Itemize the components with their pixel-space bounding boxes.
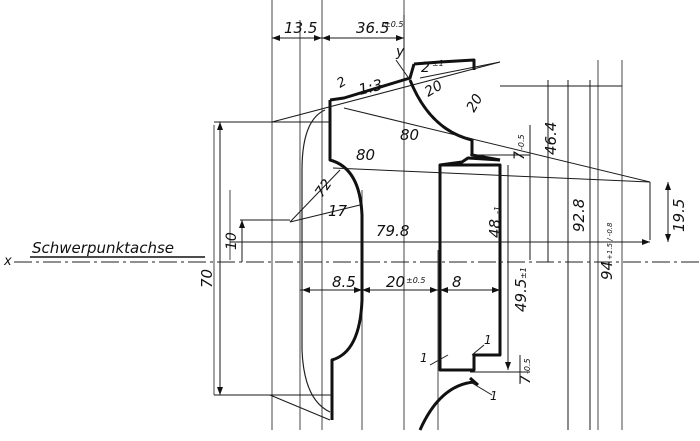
radius-top-left: 20	[422, 78, 446, 101]
dim-94: 94	[598, 261, 616, 280]
dimension-labels: 80 80 17 79.8 10 70 8.5 20 ±0.5 8 48 -1 …	[198, 122, 688, 384]
dim-20-tol: ±0.5	[406, 276, 425, 285]
chamfer-tol: ±1	[432, 59, 444, 68]
y-axis-marker: y	[395, 44, 405, 60]
x-axis-marker: x	[3, 254, 12, 269]
dim-49-5: 49.5	[512, 279, 530, 312]
dim-7-bottom-tol: -0.5	[523, 358, 532, 374]
axis-title: Schwerpunktachse	[32, 239, 174, 257]
dim-79-8: 79.8	[376, 222, 409, 240]
small-radius-label: 2	[335, 74, 350, 91]
leader-lines	[240, 59, 651, 421]
dim-70: 70	[198, 269, 216, 288]
radius-top-right: 20	[464, 91, 487, 115]
horizontal-dimension-lines	[214, 85, 650, 396]
centroid-axis	[14, 256, 700, 263]
dim-48-tol: -1	[493, 206, 502, 214]
dim-80-lower: 80	[356, 146, 375, 164]
radius-bottom-3: 1	[490, 389, 498, 403]
radius-bottom-1: 1	[420, 351, 428, 365]
dim-46-4: 46.4	[542, 122, 560, 155]
chamfer-label: 2	[421, 60, 430, 76]
radius-bottom-2: 1	[484, 333, 492, 347]
dim-8: 8	[452, 273, 462, 291]
dim-7-bottom: 7	[518, 375, 534, 384]
dim-36-5: 36.5	[356, 19, 389, 37]
dim-92-8: 92.8	[570, 199, 588, 232]
dim-8-5: 8.5	[332, 273, 356, 291]
dim-7-top-tol: -0.5	[517, 134, 526, 150]
radius-left: 72	[312, 176, 335, 200]
dim-19-5: 19.5	[670, 199, 688, 232]
dim-10: 10	[224, 232, 240, 250]
dim-7-top: 7	[512, 151, 528, 160]
dim-13-5: 13.5	[284, 19, 317, 37]
profile-outline	[301, 58, 502, 431]
vertical-dimension-lines	[217, 80, 671, 430]
top-dimension-lines	[272, 15, 405, 60]
dim-20: 20	[386, 273, 405, 291]
dim-80-upper: 80	[400, 126, 419, 144]
top-dimension-labels: 13.5 36.5 ±0.5	[284, 19, 403, 37]
dim-48: 48	[486, 219, 504, 238]
dim-17: 17	[328, 202, 348, 220]
dim-94-tol: +1.5 / -0.8	[606, 222, 614, 260]
slope-label: 1:3	[357, 76, 385, 99]
dim-49-5-tol: ±1	[519, 267, 528, 279]
dim-36-5-tol: ±0.5	[384, 20, 403, 29]
axis-labels: x Schwerpunktachse	[3, 239, 174, 269]
